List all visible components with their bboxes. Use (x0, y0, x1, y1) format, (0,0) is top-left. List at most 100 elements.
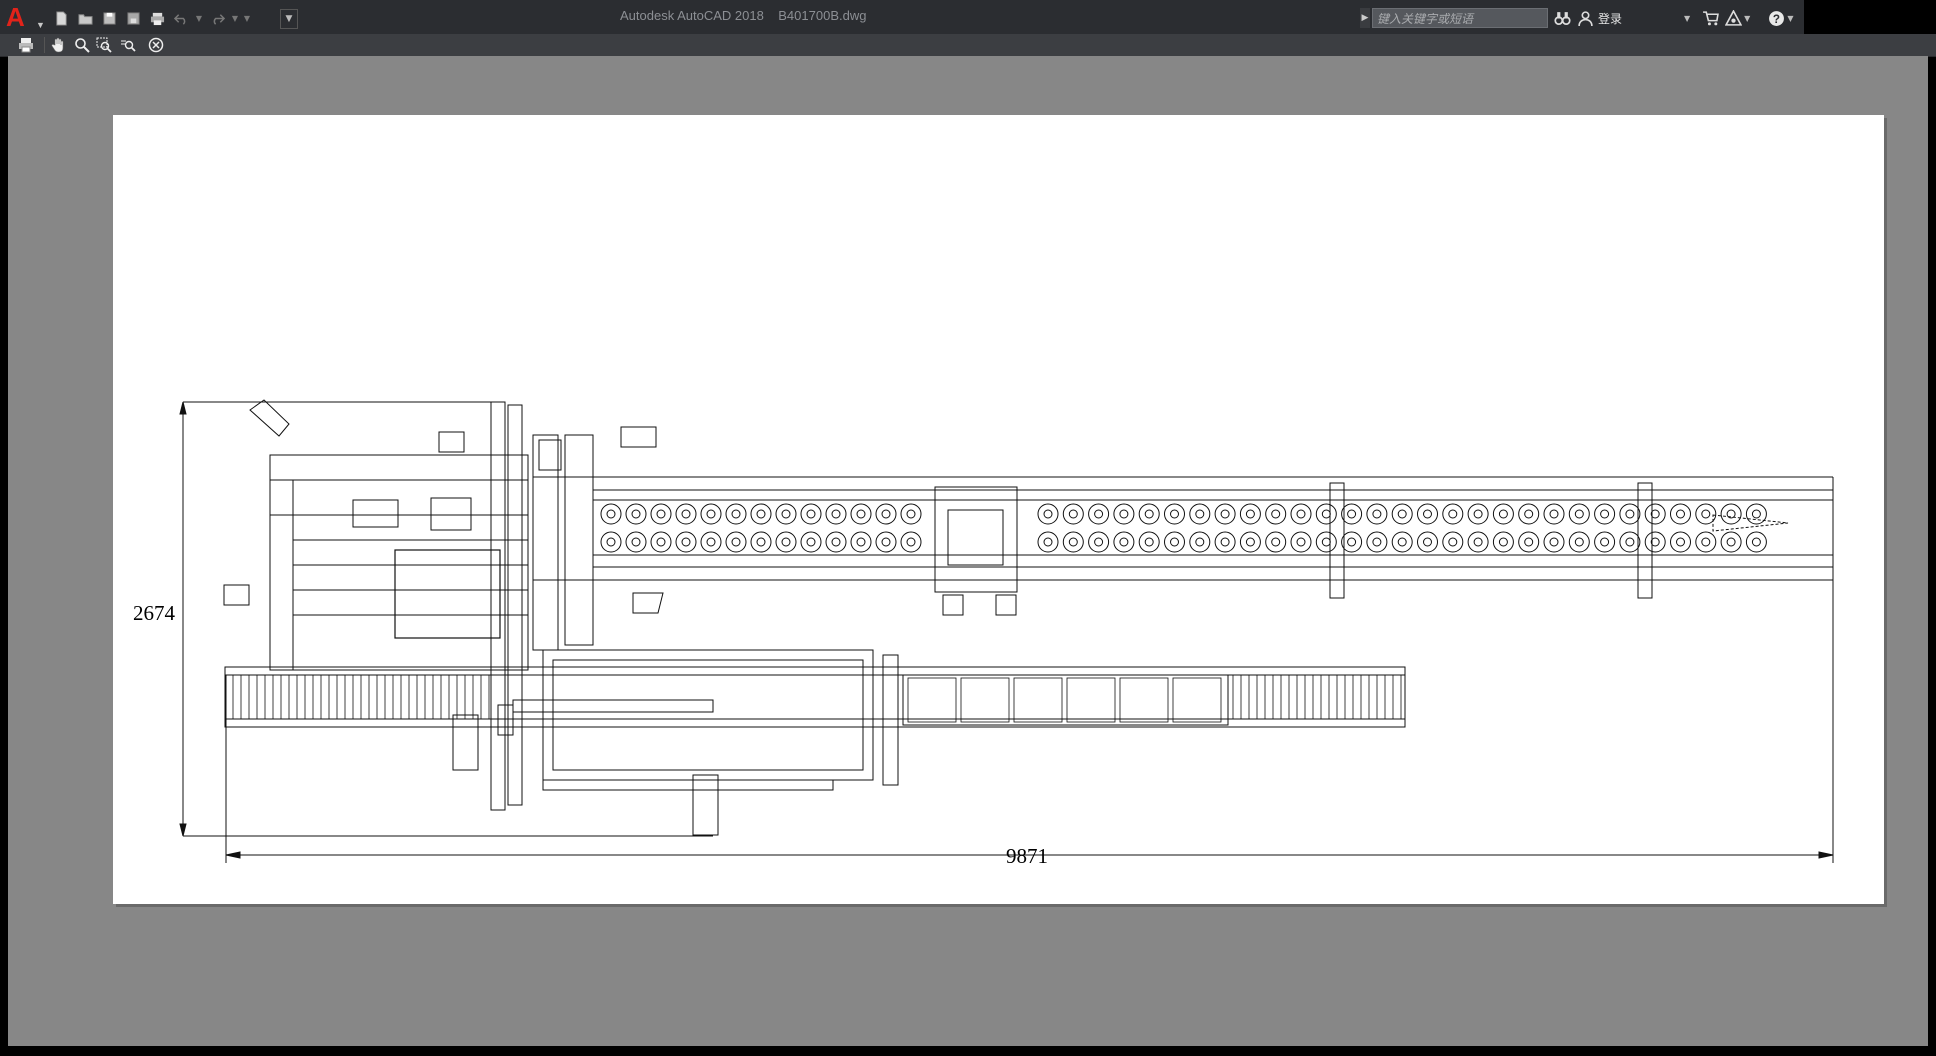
roller-circle (1220, 537, 1230, 547)
plot-icon[interactable] (146, 8, 168, 28)
cart-icon[interactable] (1702, 8, 1720, 28)
roller-circle (1296, 509, 1306, 519)
roller-circle (1676, 537, 1685, 547)
roller-circle (1518, 503, 1540, 525)
zoom-original-icon[interactable] (118, 36, 138, 54)
roller-circle (1619, 531, 1641, 553)
roller-circle (900, 531, 922, 553)
conveyor-bay (1066, 677, 1116, 723)
roller-circle (1144, 509, 1154, 519)
a360-dropdown-icon[interactable]: ▼ (1744, 13, 1751, 23)
roller-circle (706, 509, 716, 519)
roller-circle (1670, 531, 1691, 553)
roller-circle (1245, 537, 1255, 547)
roller-circle (1062, 531, 1084, 553)
roller-circle (706, 537, 716, 547)
roller-circle (1195, 509, 1205, 519)
roller-circle (1271, 509, 1281, 519)
roller-circle (1568, 531, 1590, 553)
roller-circle (806, 509, 816, 519)
roller-circle (1245, 509, 1255, 519)
roller-circle (1170, 509, 1179, 519)
roller-circle (1473, 509, 1483, 519)
conveyor-bay (1172, 677, 1222, 723)
roller-circle (1037, 531, 1059, 553)
roller-circle (1195, 537, 1205, 547)
roller-circle (1600, 537, 1610, 547)
close-preview-icon[interactable] (146, 36, 166, 54)
roller-circle (1290, 531, 1312, 553)
roller-circle (600, 531, 622, 553)
roller-circle (1088, 503, 1110, 525)
roller-circle (1720, 503, 1742, 525)
workspace-dropdown-icon[interactable]: ▼ (243, 13, 251, 23)
help-icon[interactable]: ? (1768, 8, 1785, 28)
roller-circle (1290, 503, 1312, 525)
redo-icon[interactable] (206, 8, 228, 28)
roller-circle (756, 509, 766, 519)
roller-circle (1296, 537, 1306, 547)
roller-circle (1726, 537, 1736, 547)
roller-circle (1650, 509, 1660, 519)
roller-circle (1745, 531, 1767, 553)
roller-circle (656, 537, 666, 547)
new-icon[interactable] (50, 8, 72, 28)
roller-circle (1214, 531, 1236, 553)
sign-in-dropdown-icon[interactable]: ▼ (1684, 13, 1691, 23)
roller-circle (681, 509, 691, 519)
conveyor-bay (960, 677, 1010, 723)
roller-circle (1442, 531, 1464, 553)
roller-circle (725, 503, 747, 525)
roller-circle (1524, 537, 1534, 547)
redo-dropdown-icon[interactable]: ▼ (231, 13, 239, 23)
roller-circle (700, 531, 722, 553)
user-icon[interactable] (1577, 8, 1594, 28)
dimension-width-label: 9871 (1006, 844, 1048, 868)
help-dropdown-icon[interactable]: ▼ (1787, 13, 1794, 23)
drawing-viewport[interactable]: 2674 9871 (8, 56, 1928, 1046)
roller-circle (675, 503, 697, 525)
save-icon[interactable] (98, 8, 120, 28)
undo-icon[interactable] (170, 8, 192, 28)
roller-circle (1397, 537, 1407, 547)
roller-circle (600, 503, 622, 525)
pan-icon[interactable] (48, 36, 68, 54)
roller-circle (1315, 503, 1337, 525)
roller-circle (700, 503, 722, 525)
roller-circle (631, 537, 641, 547)
roller-circle (1113, 531, 1135, 553)
conveyor-bay (907, 677, 957, 723)
search-input[interactable]: 键入关键字或短语 (1372, 8, 1548, 28)
open-icon[interactable] (74, 8, 96, 28)
search-expand-icon[interactable]: ▶ (1360, 8, 1370, 28)
autocad-logo-icon: A (6, 2, 25, 32)
roller-circle (1164, 531, 1185, 553)
roller-circle (831, 509, 841, 519)
customize-toolbar-icon[interactable]: ▼ (280, 9, 298, 29)
sign-in-label[interactable]: 登录 (1598, 11, 1623, 26)
application-menu-button[interactable]: A ▼ (6, 2, 45, 32)
roller-circle (875, 531, 897, 553)
roller-circle (775, 503, 797, 525)
autodesk-a360-icon[interactable] (1725, 8, 1743, 28)
roller-circle (1239, 503, 1261, 525)
roller-circle (1695, 503, 1717, 525)
roller-circle (1467, 531, 1489, 553)
binoculars-icon[interactable] (1554, 8, 1571, 28)
print-icon[interactable] (16, 36, 36, 54)
roller-circle (1271, 537, 1281, 547)
roller-circle (1043, 509, 1053, 519)
roller-circle (1239, 531, 1261, 553)
zoom-icon[interactable] (72, 36, 92, 54)
roller-circle (1366, 531, 1388, 553)
roller-circle (1594, 503, 1616, 525)
roller-circle (1695, 531, 1717, 553)
roller-circle (656, 509, 666, 519)
roller-circle (1164, 503, 1185, 525)
zoom-window-icon[interactable] (94, 36, 114, 54)
roller-circle (1518, 531, 1540, 553)
roller-circle (1574, 509, 1584, 519)
save-as-icon[interactable] (122, 8, 144, 28)
undo-dropdown-icon[interactable]: ▼ (195, 13, 203, 23)
roller-circle (1144, 537, 1154, 547)
